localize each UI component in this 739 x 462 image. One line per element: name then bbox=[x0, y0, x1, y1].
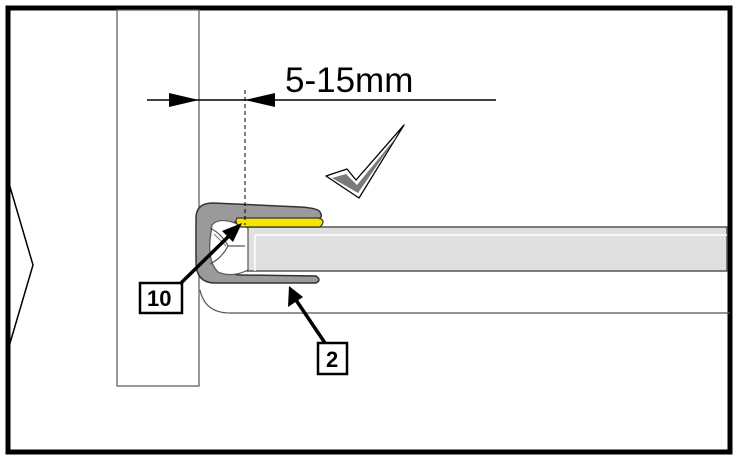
check-mark-shadow bbox=[332, 135, 398, 193]
dimension-arrows bbox=[147, 93, 496, 107]
callout-arrow-10 bbox=[178, 223, 242, 286]
dimension-label: 5-15mm bbox=[285, 61, 413, 100]
callout-label-2: 2 bbox=[326, 347, 338, 372]
chevron-right-icon bbox=[7, 179, 34, 351]
callout-box-2 bbox=[316, 341, 349, 376]
wall-post bbox=[116, 9, 200, 387]
callout-arrow-2 bbox=[288, 286, 327, 344]
callout-label-10: 10 bbox=[147, 286, 171, 311]
screw-icon bbox=[209, 227, 245, 265]
shelf-outline bbox=[199, 289, 730, 314]
callout-box-10 bbox=[138, 281, 184, 315]
glass-panel bbox=[246, 226, 728, 272]
yellow-seal bbox=[235, 217, 324, 228]
